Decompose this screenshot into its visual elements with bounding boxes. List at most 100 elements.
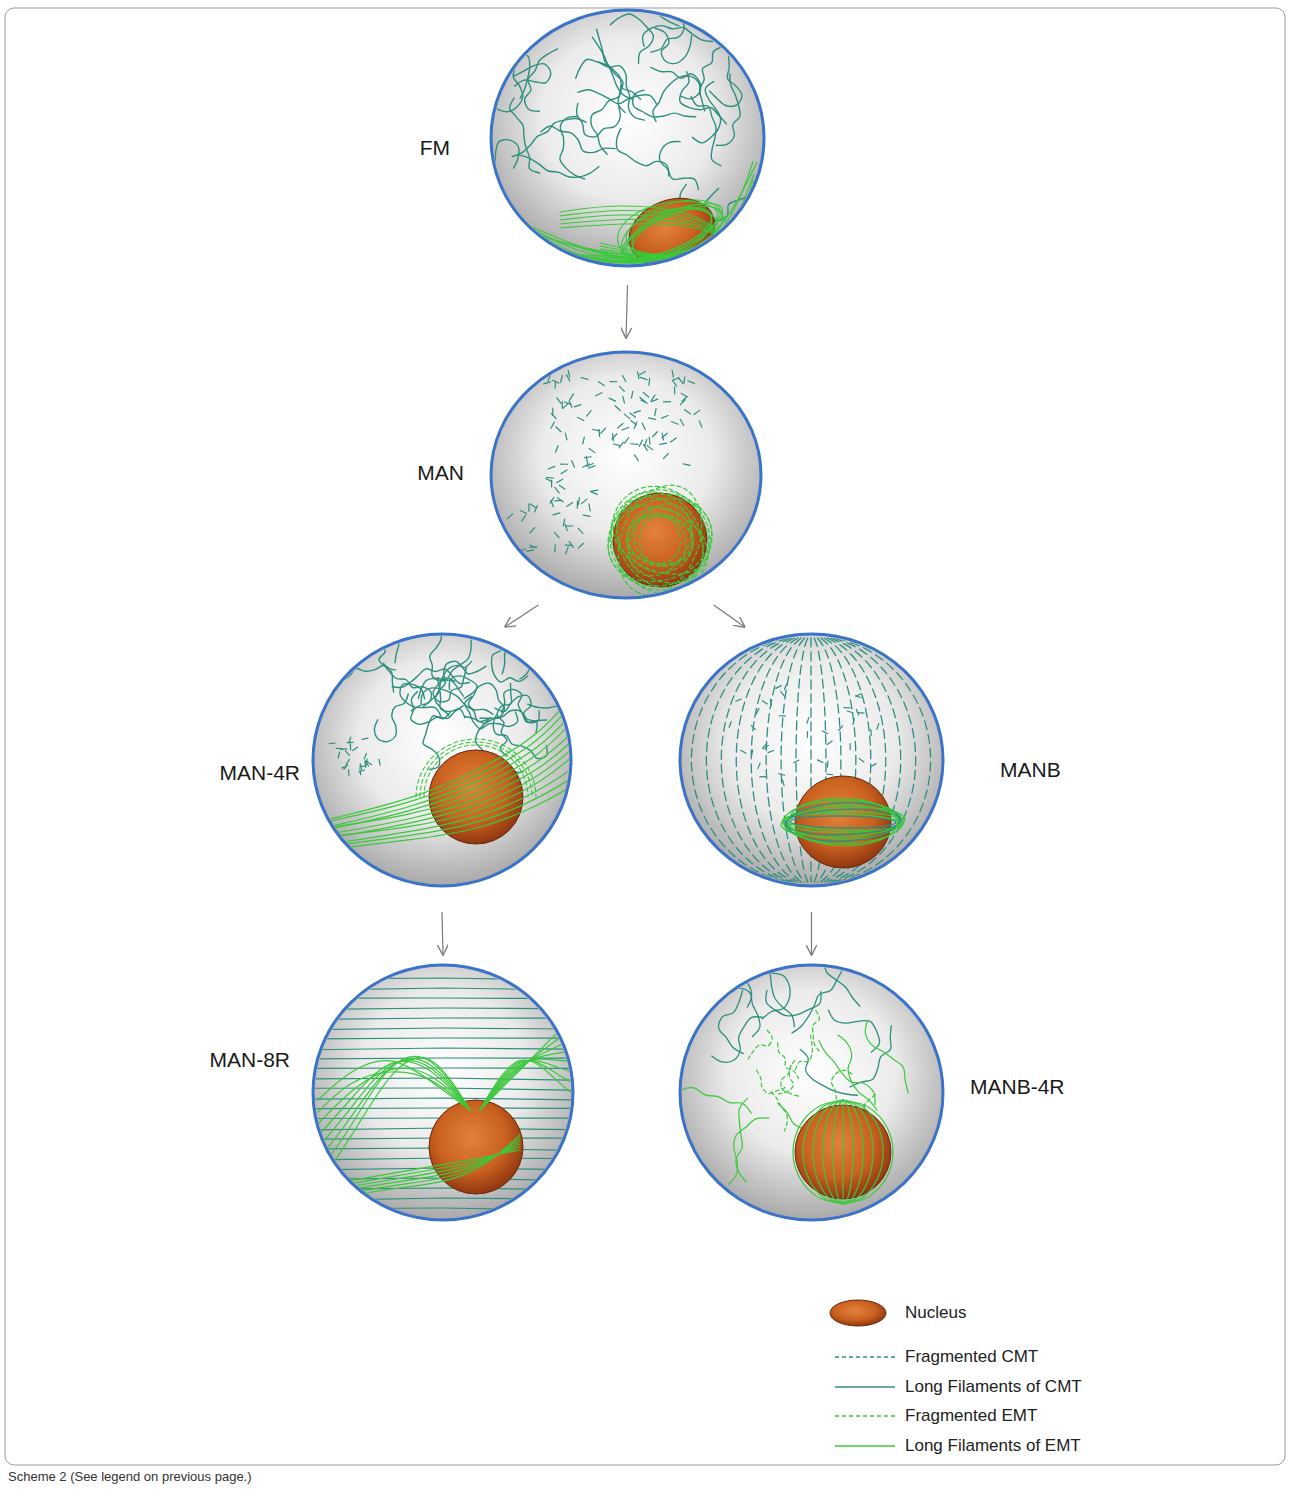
filament	[325, 1150, 520, 1185]
filament	[563, 403, 568, 408]
filament	[844, 707, 850, 708]
filament	[706, 638, 788, 882]
filament	[649, 418, 656, 420]
filament	[420, 742, 532, 797]
cell-node: MANB-4R	[678, 963, 945, 1222]
legend-entry: Fragmented EMT	[828, 1402, 1228, 1430]
filament	[300, 988, 590, 990]
filament	[670, 438, 676, 442]
filament	[642, 423, 645, 429]
filament	[633, 90, 696, 117]
filament	[683, 464, 690, 465]
filament	[364, 753, 366, 759]
legend-text: Fragmented EMT	[905, 1406, 1037, 1426]
filament	[345, 751, 349, 756]
filament	[565, 544, 572, 546]
filament	[578, 528, 583, 533]
filament	[776, 686, 781, 689]
filament	[796, 1035, 813, 1070]
cell-outline	[311, 963, 575, 1222]
cell-body	[313, 634, 571, 886]
filament	[662, 416, 668, 419]
filament	[380, 596, 407, 663]
filament	[553, 513, 560, 515]
filament	[783, 814, 903, 831]
cytoskeleton	[673, 939, 908, 1204]
filament	[823, 1100, 843, 1204]
filament	[699, 977, 751, 1007]
filament	[535, 505, 538, 511]
filament	[347, 742, 353, 743]
filament	[871, 764, 876, 767]
filament	[663, 454, 668, 459]
filament	[783, 780, 785, 786]
filament	[362, 738, 368, 739]
filament	[497, 47, 522, 112]
filament	[527, 550, 534, 552]
filament	[781, 692, 785, 697]
filament	[760, 972, 790, 1019]
filament	[631, 420, 637, 424]
legend-text: Long Filaments of CMT	[905, 1377, 1082, 1397]
filament	[833, 1100, 843, 1204]
filament	[729, 1118, 769, 1184]
filament	[623, 396, 625, 403]
filament	[577, 501, 578, 508]
filament	[611, 0, 679, 26]
transition-arrow	[811, 912, 812, 955]
filament	[530, 546, 537, 548]
filament	[672, 422, 678, 425]
filament	[530, 504, 536, 508]
filament	[330, 746, 575, 838]
filament	[779, 715, 785, 716]
frame-border	[5, 8, 1285, 1465]
cell-outline	[678, 632, 945, 888]
filament	[758, 763, 760, 769]
filament	[623, 375, 626, 381]
filament	[779, 1060, 795, 1094]
transition-arrow	[505, 605, 538, 627]
legend-sample	[828, 1373, 898, 1401]
filament	[660, 443, 667, 444]
filament	[519, 155, 599, 177]
cell-label: MANB	[1000, 758, 1061, 781]
cytoskeleton	[300, 978, 590, 1210]
filament	[566, 547, 568, 554]
filament	[762, 952, 795, 1027]
filament	[331, 665, 394, 692]
filament	[570, 394, 574, 400]
filament	[477, 140, 520, 174]
filament	[509, 196, 754, 259]
filament	[609, 398, 615, 401]
filament	[565, 433, 567, 440]
filament	[318, 1058, 470, 1184]
filament	[843, 1100, 853, 1204]
filament	[630, 413, 636, 417]
filament	[424, 745, 528, 797]
filament	[643, 26, 713, 47]
filament	[576, 59, 633, 99]
filament	[856, 709, 858, 715]
filament	[598, 382, 604, 386]
filament	[850, 744, 851, 750]
filament	[645, 439, 647, 446]
filament	[792, 970, 842, 1033]
cell-label: FM	[420, 136, 450, 159]
filament	[528, 504, 529, 511]
filament	[783, 801, 902, 844]
filament	[300, 1038, 590, 1039]
filament	[756, 709, 759, 714]
legend-text: Long Filaments of EMT	[905, 1436, 1081, 1456]
filament	[715, 988, 760, 1036]
cell-label: MAN	[417, 461, 464, 484]
filament	[569, 542, 573, 548]
filament	[843, 1100, 883, 1204]
filament	[421, 688, 493, 714]
filament	[511, 200, 754, 260]
filament	[567, 503, 573, 507]
filament	[819, 1041, 875, 1105]
filament	[300, 1188, 590, 1190]
filament	[660, 142, 699, 190]
cell-outline	[311, 632, 573, 888]
filament	[771, 1092, 787, 1132]
